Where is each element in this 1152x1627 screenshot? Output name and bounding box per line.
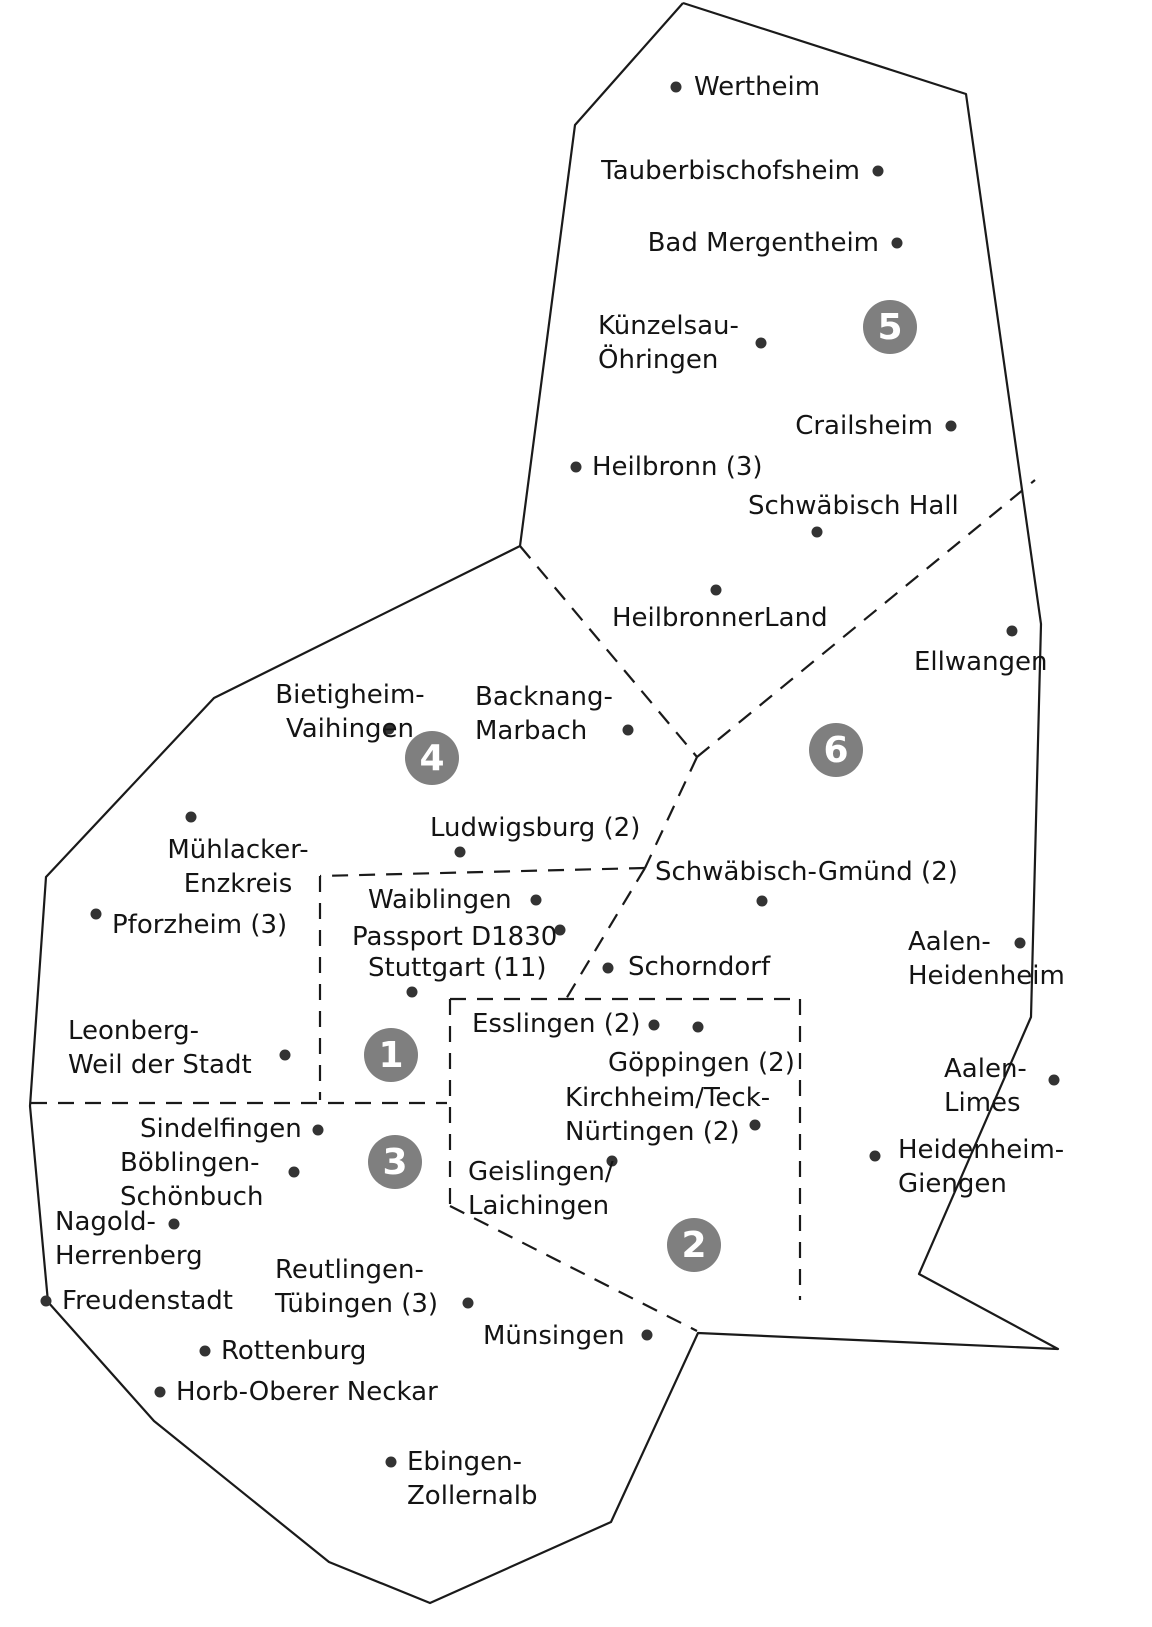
city-label: Aalen- Limes [944, 1054, 1027, 1118]
city-label: Böblingen- Schönbuch [120, 1148, 264, 1212]
region-badge: 3 [368, 1135, 422, 1189]
region-badge: 5 [863, 300, 917, 354]
region-badge: 4 [405, 731, 459, 785]
city-label: Heidenheim- Giengen [898, 1135, 1065, 1199]
city-dot [872, 165, 884, 177]
city-dot [749, 1119, 761, 1131]
city-dot [154, 1386, 166, 1398]
city-dot [279, 1049, 291, 1061]
boundary-dashed [519, 545, 698, 758]
city-label: Freudenstadt [62, 1286, 234, 1316]
city-dot [692, 1021, 704, 1033]
city-label: Kirchheim/Teck- Nürtingen (2) [565, 1083, 771, 1147]
city-dot [1014, 937, 1026, 949]
city-label: Göppingen (2) [608, 1048, 795, 1078]
city-dot [530, 894, 542, 906]
city-dot [622, 724, 634, 736]
city-dot [312, 1124, 324, 1136]
region-badge: 2 [667, 1218, 721, 1272]
city-label: Heilbronn (3) [592, 452, 763, 482]
region-badge: 6 [809, 723, 863, 777]
city-label: Waiblingen [368, 885, 512, 915]
city-label: Wertheim [694, 72, 821, 102]
city-label: Crailsheim [795, 411, 933, 441]
city-dot [199, 1345, 211, 1357]
city-dot [385, 1456, 397, 1468]
city-label: Geislingen/ Laichingen [468, 1157, 614, 1221]
city-label: Stuttgart (11) [368, 953, 547, 983]
city-label: Schwäbisch-Gmünd (2) [655, 857, 958, 887]
city-dot [90, 908, 102, 920]
city-label: Aalen- Heidenheim [908, 927, 1065, 991]
boundary-dashed [319, 866, 646, 878]
city-dot [168, 1218, 180, 1230]
city-dot [185, 811, 197, 823]
boundary-dashed [449, 1205, 698, 1332]
city-dot [288, 1166, 300, 1178]
city-label: Bietigheim- Vaihingen [275, 680, 425, 744]
city-dot [462, 1297, 474, 1309]
city-label: Münsingen [483, 1321, 625, 1351]
city-label: Ellwangen [914, 647, 1048, 677]
city-dot [383, 723, 395, 735]
city-dot [755, 337, 767, 349]
city-label: Reutlingen- Tübingen (3) [275, 1255, 439, 1319]
city-label: Backnang- Marbach [475, 682, 613, 746]
city-label: Passport D1830 [352, 922, 558, 952]
city-dot [710, 584, 722, 596]
city-dot [891, 237, 903, 249]
city-label: Schwäbisch Hall [748, 491, 959, 521]
city-dot [648, 1019, 660, 1031]
city-dot [811, 526, 823, 538]
city-label: HeilbronnerLand [612, 603, 828, 633]
boundary-dashed [644, 756, 698, 869]
boundary-solid [28, 1, 1060, 1605]
city-label: Nagold- Herrenberg [55, 1207, 203, 1271]
city-label: Sindelfingen [140, 1114, 302, 1144]
city-dot [756, 895, 768, 907]
city-label: Schorndorf [628, 952, 771, 982]
city-dot [570, 461, 582, 473]
city-dot [1006, 625, 1018, 637]
city-dot [554, 924, 566, 936]
region-badge: 1 [364, 1028, 418, 1082]
city-label: Mühlacker- Enzkreis [167, 835, 309, 899]
city-label: Esslingen (2) [472, 1009, 641, 1039]
city-dot [1048, 1074, 1060, 1086]
city-dot [602, 962, 614, 974]
city-dot [406, 986, 418, 998]
city-label: Ludwigsburg (2) [430, 813, 641, 843]
city-dot [945, 420, 957, 432]
city-dot [454, 846, 466, 858]
city-dot [670, 81, 682, 93]
city-label: Bad Mergentheim [647, 228, 879, 258]
city-label: Rottenburg [221, 1336, 367, 1366]
city-label: Ebingen- Zollernalb [407, 1447, 538, 1511]
city-dot [40, 1295, 52, 1307]
city-label: Leonberg- Weil der Stadt [68, 1016, 252, 1080]
city-dot [606, 1155, 618, 1167]
city-label: Tauberbischofsheim [601, 156, 860, 186]
city-dot [869, 1150, 881, 1162]
city-dot [641, 1329, 653, 1341]
boundary-dashed [696, 479, 1036, 758]
city-label: Pforzheim (3) [112, 910, 288, 940]
city-label: Künzelsau- Öhringen [598, 311, 739, 375]
city-label: Horb-Oberer Neckar [176, 1377, 438, 1407]
